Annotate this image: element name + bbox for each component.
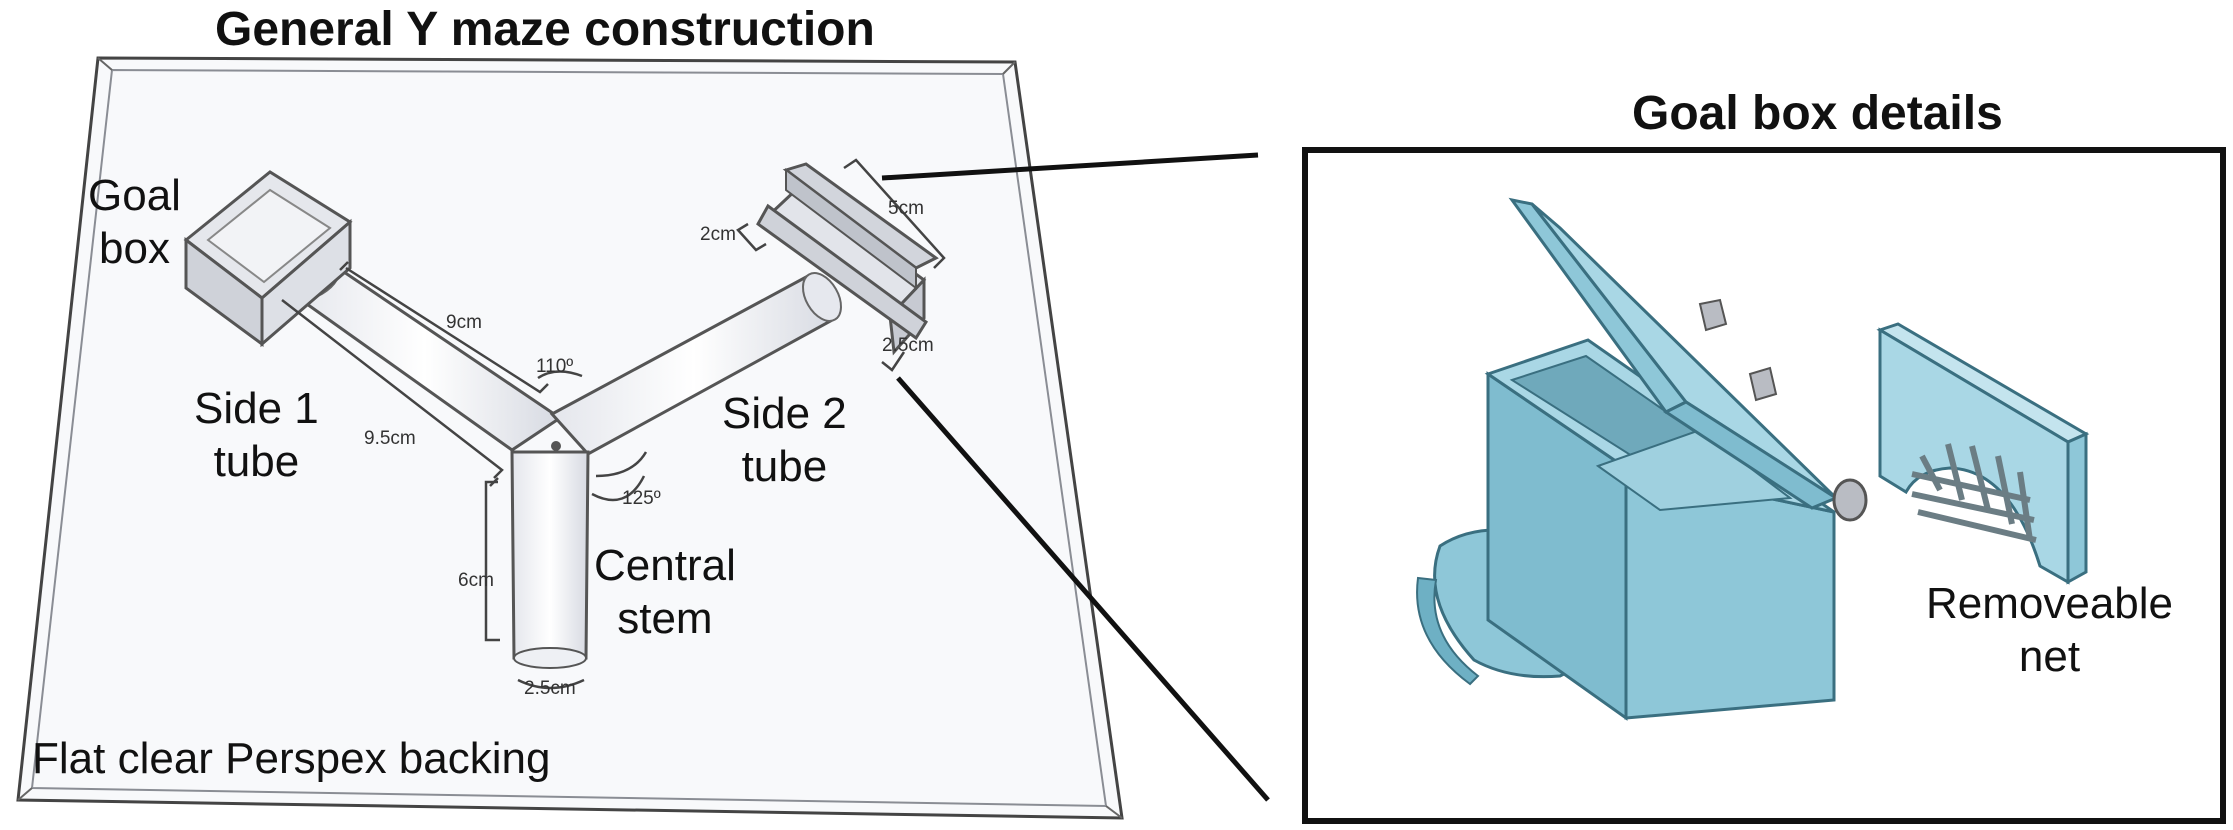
dim-angle-side: 125º <box>622 488 661 509</box>
detail-title: Goal box details <box>1632 87 2003 140</box>
zoom-connectors <box>881 152 1270 802</box>
dim-goal-width: 5cm <box>888 198 924 219</box>
side2-tube <box>549 272 842 456</box>
goal-box-left <box>183 170 353 348</box>
label-perspex-backing: Flat clear Perspex backing <box>32 734 551 783</box>
dim-goal-depth: 2.5cm <box>882 335 934 356</box>
dim-angle-top: 110º <box>536 356 574 377</box>
dimension-lines <box>281 158 946 690</box>
removeable-net <box>1876 322 2090 585</box>
dim-side-long: 9.5cm <box>364 428 416 449</box>
dim-goal-height: 2cm <box>700 224 736 245</box>
dim-side-short: 9cm <box>446 312 482 333</box>
dim-stem-width: 2.5cm <box>524 678 576 699</box>
main-title: General Y maze construction <box>215 3 875 56</box>
detail-frame <box>1302 147 2226 824</box>
goal-box-detail <box>1416 197 1868 721</box>
goal-box-right <box>756 162 939 356</box>
dim-stem-length: 6cm <box>458 570 494 591</box>
central-stem <box>510 441 590 669</box>
